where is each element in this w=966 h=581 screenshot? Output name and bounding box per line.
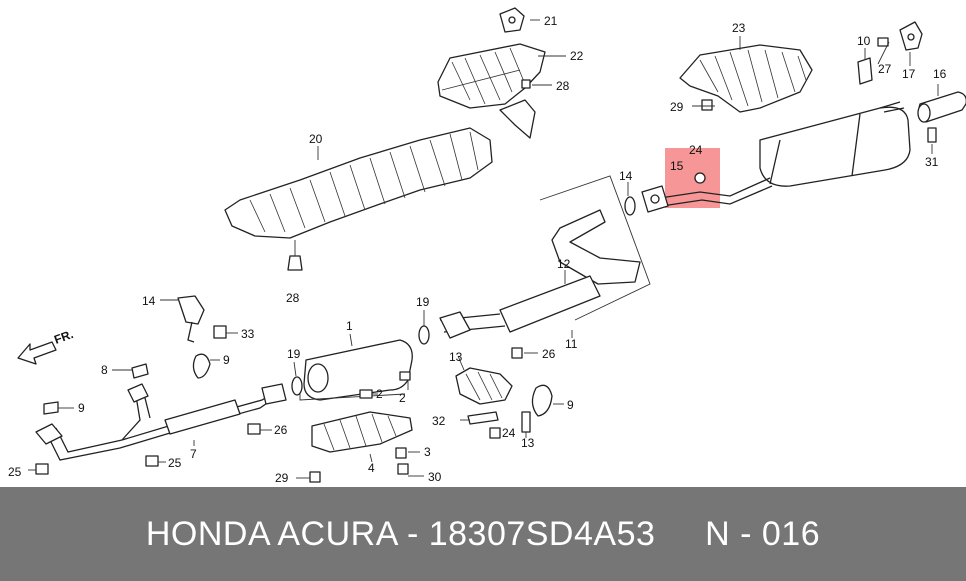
callout-9-left: 9 — [223, 353, 230, 367]
bracket-18 — [899, 21, 923, 51]
rubber-mount-9-right — [857, 57, 873, 85]
callout-labels: 21 22 28 20 28 23 29 10 27 17 16 31 24 1… — [8, 14, 947, 485]
callout-32: 32 — [432, 414, 446, 428]
callout-19-center: 19 — [416, 295, 430, 309]
callout-30: 30 — [428, 470, 442, 484]
leader-lines — [28, 19, 939, 479]
nut-30 — [397, 463, 409, 475]
callout-28-right: 29 — [670, 100, 684, 114]
bolt-31 — [927, 127, 937, 143]
bolt-33 — [213, 325, 227, 339]
callout-28-upper: 28 — [556, 79, 570, 93]
callout-14: 14 — [142, 294, 156, 308]
bracket-21 — [499, 7, 525, 33]
callout-17: 16 — [933, 67, 947, 81]
callout-3: 3 — [424, 445, 431, 459]
part-number-banner: HONDA ACURA - 18307SD4A53 N - 016 — [0, 487, 966, 581]
nut-24-lower — [489, 427, 501, 439]
bolt-29 — [309, 471, 321, 483]
callout-27: 27 — [878, 62, 892, 76]
callout-22: 22 — [570, 49, 584, 63]
callout-2-b: 2 — [399, 391, 406, 405]
callout-25-left: 25 — [8, 465, 22, 479]
bolt-28-center — [287, 240, 303, 271]
nut-26-left — [247, 423, 261, 435]
bolt-25-left — [35, 463, 49, 475]
callout-18: 17 — [902, 67, 916, 81]
callout-8: 9 — [567, 398, 574, 412]
callout-19-left: 19 — [287, 347, 301, 361]
direction-label: FR. — [52, 327, 75, 347]
callout-4: 4 — [368, 461, 375, 475]
callout-6: 8 — [101, 363, 108, 377]
banner-text: HONDA ACURA - 18307SD4A53 N - 016 — [145, 514, 821, 553]
nut-3 — [395, 447, 407, 459]
front-pipe — [35, 383, 287, 461]
callout-31: 31 — [925, 155, 939, 169]
callout-13: 13 — [521, 436, 535, 450]
callout-1: 1 — [346, 319, 353, 333]
callout-25-center: 25 — [168, 456, 182, 470]
heat-shield-4 — [311, 411, 413, 453]
bolt-2-a — [359, 389, 373, 399]
muffler — [759, 101, 911, 187]
bolt-32 — [467, 411, 499, 425]
heat-shield-center — [224, 127, 493, 239]
callout-5: 7 — [190, 447, 197, 461]
callout-21: 21 — [544, 14, 558, 28]
callout-20: 20 — [309, 132, 323, 146]
callout-29: 29 — [275, 471, 289, 485]
callout-2-a: 2 — [376, 387, 383, 401]
bolt-28-right — [701, 99, 713, 111]
bolt-25-center — [145, 455, 159, 467]
front-direction-arrow: FR. — [17, 327, 75, 365]
callout-26-left: 26 — [274, 423, 288, 437]
bracket-12 — [455, 367, 513, 405]
callout-33: 33 — [241, 327, 255, 341]
callout-24-lower: 24 — [502, 426, 516, 440]
gasket-19-center — [418, 325, 430, 345]
callout-26-center: 26 — [542, 347, 556, 361]
shield-flap — [499, 99, 536, 139]
gasket-15 — [624, 196, 636, 216]
callout-16: 15 — [670, 159, 684, 173]
tail-pipe-17 — [917, 91, 966, 123]
callout-24-upper: 24 — [689, 143, 703, 157]
part-13 — [521, 411, 531, 433]
heat-shield-23 — [679, 44, 813, 113]
heat-shield-upper — [437, 43, 546, 109]
callout-28-center: 28 — [286, 291, 300, 305]
pipe-16 — [641, 172, 773, 213]
bolt-28-upper — [521, 79, 531, 89]
callout-15: 14 — [619, 169, 633, 183]
bolt-2-b — [399, 371, 411, 381]
nut-27 — [877, 37, 889, 47]
callout-7: 9 — [78, 401, 85, 415]
callout-23: 23 — [732, 21, 746, 35]
highlight-part-16 — [665, 148, 720, 208]
exhaust-system-diagram: FR. — [8, 7, 966, 485]
rubber-mount-8 — [531, 384, 553, 417]
rubber-mount-9-left — [192, 353, 211, 379]
catalytic-converter — [299, 339, 413, 401]
center-pipe-box — [439, 175, 651, 339]
bracket-14 — [177, 295, 205, 343]
callout-11: 12 — [557, 257, 571, 271]
callout-10: 11 — [565, 337, 578, 351]
nut-7 — [43, 401, 59, 415]
callout-9-right: 10 — [857, 34, 871, 48]
gasket-19-left — [291, 376, 303, 396]
nut-26-center — [511, 347, 523, 359]
nut-6 — [131, 363, 149, 379]
callout-12: 13 — [449, 350, 463, 364]
